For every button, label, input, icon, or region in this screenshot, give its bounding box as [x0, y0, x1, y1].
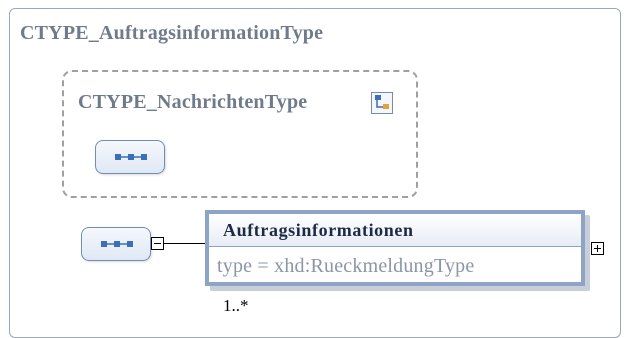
sequence-compositor-inner[interactable]: [95, 140, 165, 174]
cardinality-label: 1..*: [223, 296, 249, 315]
sequence-compositor[interactable]: [81, 227, 151, 261]
element-header: Auftragsinformationen: [209, 214, 581, 247]
base-type-title: CTYPE_NachrichtenType: [78, 91, 308, 113]
element-type: type = xhd:RueckmeldungType: [217, 255, 475, 277]
element-node[interactable]: Auftragsinformationen type = xhd:Rueckme…: [205, 210, 585, 286]
complex-type-title: CTYPE_AuftragsinformationType: [20, 22, 324, 44]
collapse-icon[interactable]: [151, 237, 164, 250]
element-name: Auftragsinformationen: [223, 220, 414, 240]
sequence-icon: [101, 241, 133, 247]
connector-line: [164, 243, 205, 244]
complex-type-icon: [371, 92, 393, 114]
sequence-icon: [115, 154, 147, 160]
expand-icon[interactable]: [591, 242, 604, 255]
base-type-container: [62, 70, 418, 198]
